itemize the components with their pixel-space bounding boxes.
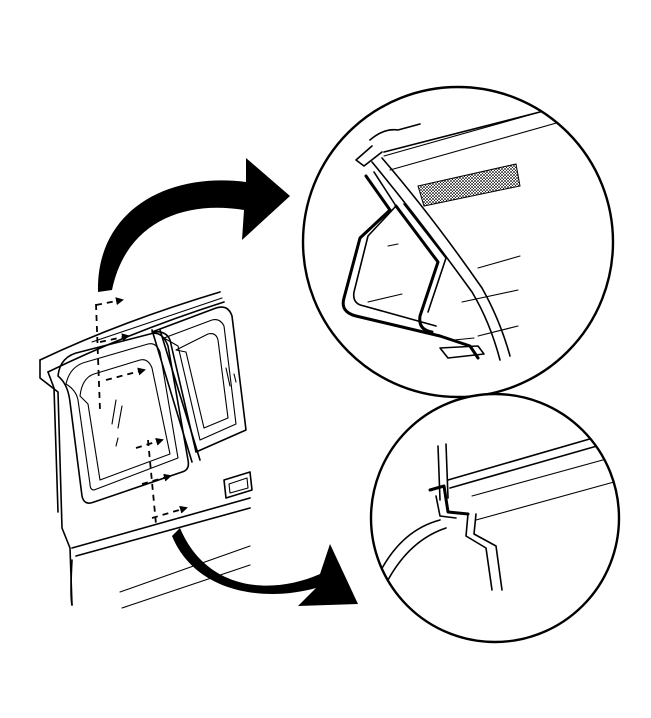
upper-leader-vertical <box>95 303 101 411</box>
van-door-body <box>39 291 251 609</box>
rear-window-frame <box>151 306 247 463</box>
lower-belt-detail <box>369 392 621 644</box>
upper-channel-detail <box>301 85 615 399</box>
lower-callout-arrow <box>172 528 358 606</box>
leader-lines <box>95 297 188 525</box>
front-window-frame <box>57 332 190 504</box>
door-handle <box>223 471 253 499</box>
lower-leader-vertical <box>147 439 157 525</box>
upper-callout-arrow <box>97 158 290 292</box>
